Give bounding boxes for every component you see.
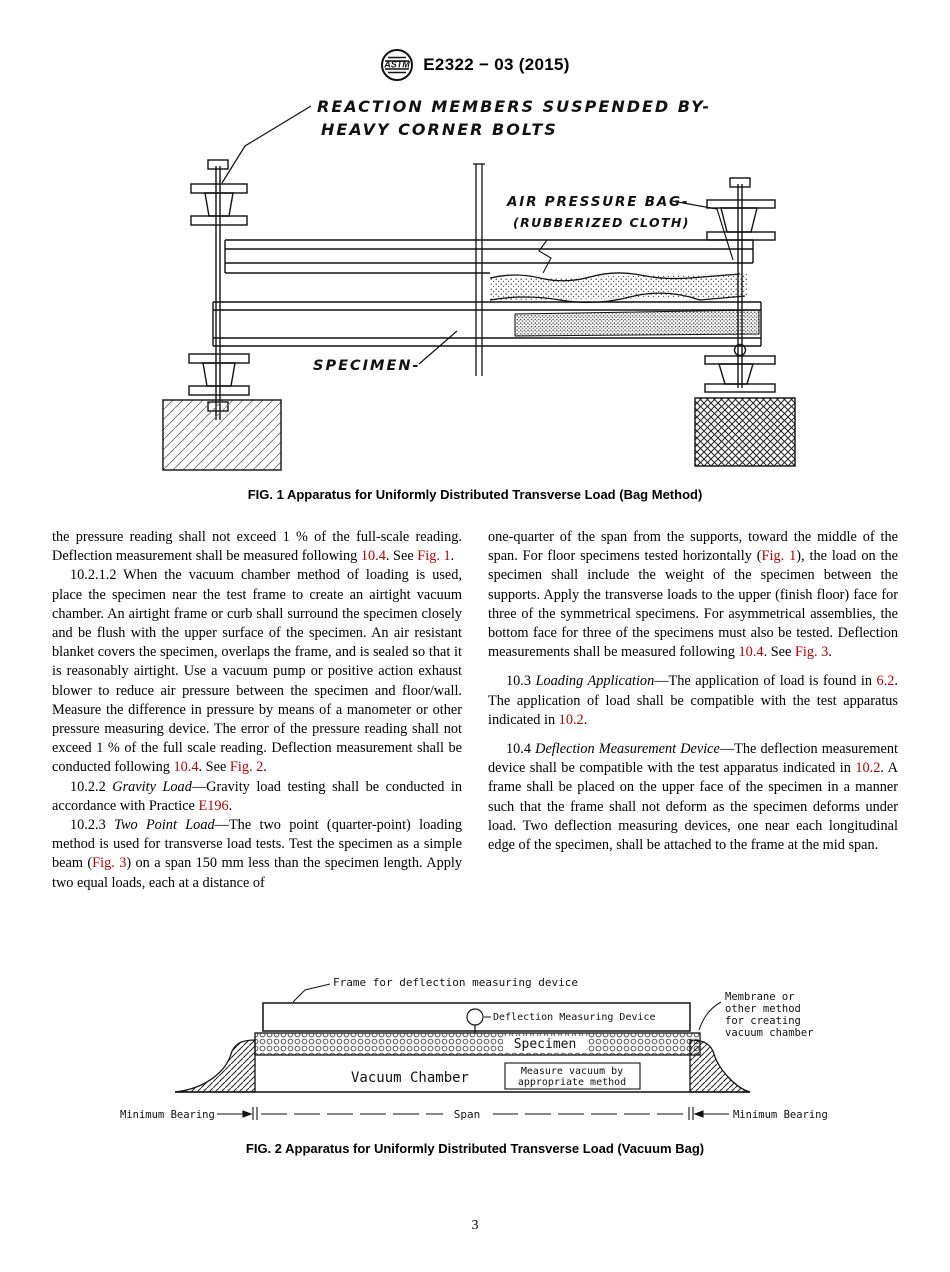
fig1-specimen-band — [514, 309, 760, 337]
text-run: . — [450, 548, 455, 565]
ref-link[interactable]: Fig. 1 — [417, 548, 451, 565]
fig1-caption: FIG. 1 Apparatus for Uniformly Distribut… — [247, 487, 703, 502]
body-paragraph: 10.3 Loading Application—The application… — [488, 672, 898, 730]
text-run: . See — [763, 644, 795, 661]
ref-link[interactable]: 10.2 — [558, 711, 584, 728]
text-run: ), the load on the specimen shall includ… — [488, 548, 899, 661]
astm-logo-icon: ASTM — [381, 49, 414, 81]
body-paragraph: 10.4 Deflection Measurement Device—The d… — [488, 740, 898, 855]
text-run: 10.4 — [506, 741, 536, 758]
fig1-label-specimen: SPECIMEN- — [313, 358, 421, 374]
page-number: 3 — [471, 1218, 479, 1233]
body-paragraph: 10.2.3 Two Point Load—The two point (qua… — [52, 816, 462, 893]
text-run: one-quarter of the span from the support… — [488, 529, 898, 565]
text-run: ) on a span 150 mm less than the specime… — [52, 855, 462, 891]
text-run: Two Point Load — [114, 817, 215, 834]
document-header: ASTM E2322 − 03 (2015) — [0, 48, 950, 82]
ref-link[interactable]: 10.4 — [738, 644, 764, 661]
fig2-label-span: Span — [454, 1108, 481, 1121]
ref-link[interactable]: 10.2 — [855, 760, 881, 777]
text-run: the pressure reading shall not exceed 1 … — [52, 529, 462, 565]
text-run: —The two point (quarter-point) loading m… — [52, 817, 462, 872]
fig1-leader-lines — [221, 105, 734, 365]
fig2-dimension-line — [217, 1105, 729, 1121]
body-column-left: the pressure reading shall not exceed 1 … — [52, 528, 462, 893]
text-run: 10.2.1.2 When the vacuum chamber method … — [52, 567, 462, 776]
fig1-drawing: REACTION MEMBERS SUSPENDED BY- HEAVY COR… — [162, 97, 796, 471]
text-run: . The application of load shall be compa… — [488, 673, 898, 728]
fig2-label-membrane-line3: for creating — [725, 1015, 801, 1027]
fig1-label-air-bag-line2: (RUBBERIZED CLOTH) — [513, 215, 690, 230]
fig2-label-membrane-line2: other method — [725, 1003, 801, 1015]
ref-link[interactable]: 10.4 — [360, 548, 386, 565]
fig1-label-reaction-members-line1: REACTION MEMBERS SUSPENDED BY- — [317, 97, 711, 116]
fig2-specimen-band — [254, 1032, 701, 1056]
text-run: . — [828, 644, 832, 661]
ref-link[interactable]: 10.4 — [173, 759, 199, 776]
text-run: . See — [198, 759, 230, 776]
fig2-label-min-bearing-left: Minimum Bearing — [120, 1109, 215, 1121]
ref-link[interactable]: Fig. 1 — [761, 548, 797, 565]
fig2-frame — [262, 1002, 691, 1032]
fig1-air-bag — [489, 272, 747, 304]
fig2-label-measure-line2: appropriate method — [518, 1077, 626, 1088]
ref-link[interactable]: Fig. 3 — [794, 644, 829, 661]
fig1-frame-post — [473, 163, 485, 376]
body-paragraph: 10.2.2 Gravity Load—Gravity load testing… — [52, 778, 462, 816]
text-run: . A frame shall be placed on the upper f… — [488, 760, 898, 854]
fig2-left-support — [174, 1039, 256, 1093]
fig2-label-membrane-line4: vacuum chamber — [725, 1027, 814, 1039]
text-run: 10.2.2 — [70, 778, 113, 795]
astm-logo-text: ASTM — [384, 60, 411, 70]
fig1-label-air-bag-line1: AIR PRESSURE BAG- — [506, 194, 689, 210]
body-paragraph: one-quarter of the span from the support… — [488, 528, 898, 662]
fig2-measure-box — [504, 1062, 641, 1090]
text-run: . — [228, 797, 233, 814]
fig2-dial-gauge — [466, 1008, 484, 1033]
text-run: 10.2.3 — [70, 817, 115, 834]
body-paragraph: 10.2.1.2 When the vacuum chamber method … — [52, 566, 462, 777]
ref-link[interactable]: E196 — [198, 797, 229, 814]
text-run: . — [583, 711, 588, 728]
fig1-beams — [212, 239, 762, 347]
body-paragraph: the pressure reading shall not exceed 1 … — [52, 528, 462, 566]
text-run: 10.3 — [506, 673, 536, 690]
text-run: —The application of load is found in — [654, 673, 877, 690]
fig2-caption: FIG. 2 Apparatus for Uniformly Distribut… — [245, 1141, 705, 1156]
fig2-label-min-bearing-right: Minimum Bearing — [733, 1109, 828, 1121]
text-run: . — [263, 759, 267, 776]
fig1-right-corner-bolt — [704, 177, 776, 393]
body-text: the pressure reading shall not exceed 1 … — [52, 528, 898, 893]
fig2-label-measure-line1: Measure vacuum by — [521, 1066, 623, 1077]
fig1-left-corner-bolt — [188, 159, 250, 420]
text-run: —Gravity load testing shall be conducted… — [52, 778, 462, 814]
fig2-drawing: Frame for deflection measuring device De… — [120, 976, 828, 1121]
fig1-label-reaction-members-line2: HEAVY CORNER BOLTS — [321, 120, 558, 139]
text-run: Deflection Measurement Device — [535, 741, 720, 758]
text-run: Gravity Load — [112, 778, 192, 795]
standard-designation: E2322 − 03 (2015) — [423, 55, 570, 74]
fig1-foundations — [162, 397, 796, 471]
ref-link[interactable]: Fig. 3 — [92, 855, 127, 872]
body-column-right: one-quarter of the span from the support… — [488, 528, 898, 893]
fig2-label-specimen: Specimen — [514, 1037, 577, 1052]
fig2-label-frame: Frame for deflection measuring device — [333, 976, 578, 989]
text-run: . See — [385, 548, 418, 565]
text-run: Loading Application — [535, 673, 655, 690]
fig2-right-support — [689, 1039, 751, 1093]
ref-link[interactable]: Fig. 2 — [229, 759, 264, 776]
fig2-label-deflection-device: Deflection Measuring Device — [493, 1012, 656, 1023]
fig2-leader-lines — [292, 983, 722, 1031]
fig2-label-membrane-line1: Membrane or — [725, 991, 795, 1003]
ref-link[interactable]: 6.2 — [876, 673, 895, 690]
fig2-label-vacuum-chamber: Vacuum Chamber — [351, 1070, 469, 1086]
text-run: —The deflection measurement device shall… — [488, 741, 898, 777]
